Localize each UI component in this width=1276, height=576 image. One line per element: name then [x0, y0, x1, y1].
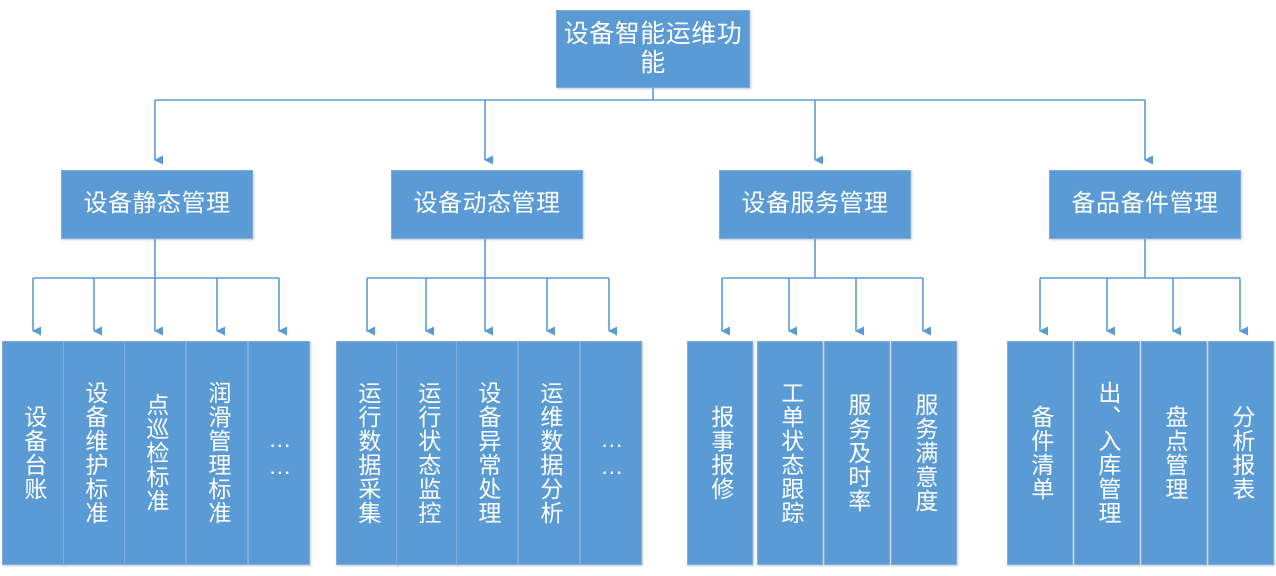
leaf-node-2-5[interactable]: ……: [580, 341, 642, 565]
leaf-node-1-4[interactable]: 润滑管理标准: [186, 341, 248, 565]
leaf-node-4-2[interactable]: 出、入库管理: [1074, 341, 1140, 565]
branch-node-3[interactable]: 设备服务管理: [719, 170, 911, 239]
leaf-node-3-4[interactable]: 服务满意度: [891, 341, 957, 565]
branch-node-3-label: 设备服务管理: [741, 190, 889, 218]
leaf-node-1-5-label: ……: [266, 426, 293, 480]
leaf-node-3-2-label: 工单状态跟踪: [777, 381, 804, 525]
branch-node-4-label: 备品备件管理: [1071, 190, 1219, 218]
leaf-node-2-3-label: 设备异常处理: [474, 381, 501, 525]
leaf-node-2-2-label: 运行状态监控: [414, 381, 441, 525]
leaf-node-3-3-label: 服务及时率: [844, 393, 871, 513]
branch-node-2-label: 设备动态管理: [413, 190, 561, 218]
branch-node-2[interactable]: 设备动态管理: [391, 170, 583, 239]
leaf-node-4-2-label: 出、入库管理: [1094, 381, 1121, 525]
branch-node-1[interactable]: 设备静态管理: [61, 170, 253, 239]
branch-node-4[interactable]: 备品备件管理: [1049, 170, 1241, 239]
leaf-node-2-1-label: 运行数据采集: [354, 381, 381, 525]
leaf-node-2-2[interactable]: 运行状态监控: [396, 341, 458, 565]
leaf-node-2-4[interactable]: 运维数据分析: [518, 341, 580, 565]
root-node[interactable]: 设备智能运维功能: [556, 10, 750, 88]
leaf-node-1-3-label: 点巡检标准: [142, 393, 169, 513]
leaf-node-3-2[interactable]: 工单状态跟踪: [757, 341, 823, 565]
leaf-node-1-4-label: 润滑管理标准: [204, 381, 231, 525]
leaf-node-1-1[interactable]: 设备台账: [2, 341, 64, 565]
leaf-node-2-5-label: ……: [598, 426, 625, 480]
leaf-node-4-4-label: 分析报表: [1228, 405, 1255, 501]
leaf-node-4-4[interactable]: 分析报表: [1208, 341, 1274, 565]
leaf-node-3-1-label: 报事报修: [707, 405, 734, 501]
leaf-node-4-3[interactable]: 盘点管理: [1141, 341, 1207, 565]
leaf-node-3-3[interactable]: 服务及时率: [824, 341, 890, 565]
leaf-node-2-3[interactable]: 设备异常处理: [456, 341, 518, 565]
leaf-node-1-1-label: 设备台账: [20, 405, 47, 501]
leaf-node-2-4-label: 运维数据分析: [536, 381, 563, 525]
leaf-node-2-1[interactable]: 运行数据采集: [336, 341, 398, 565]
leaf-node-1-5[interactable]: ……: [248, 341, 310, 565]
leaf-node-3-4-label: 服务满意度: [911, 393, 938, 513]
leaf-node-1-3[interactable]: 点巡检标准: [124, 341, 186, 565]
branch-node-1-label: 设备静态管理: [83, 190, 231, 218]
root-node-label: 设备智能运维功能: [563, 19, 743, 78]
leaf-node-4-1-label: 备件清单: [1027, 405, 1054, 501]
leaf-node-4-3-label: 盘点管理: [1161, 405, 1188, 501]
leaf-node-4-1[interactable]: 备件清单: [1007, 341, 1073, 565]
leaf-node-3-1[interactable]: 报事报修: [687, 341, 753, 565]
leaf-node-1-2[interactable]: 设备维护标准: [63, 341, 125, 565]
leaf-node-1-2-label: 设备维护标准: [81, 381, 108, 525]
